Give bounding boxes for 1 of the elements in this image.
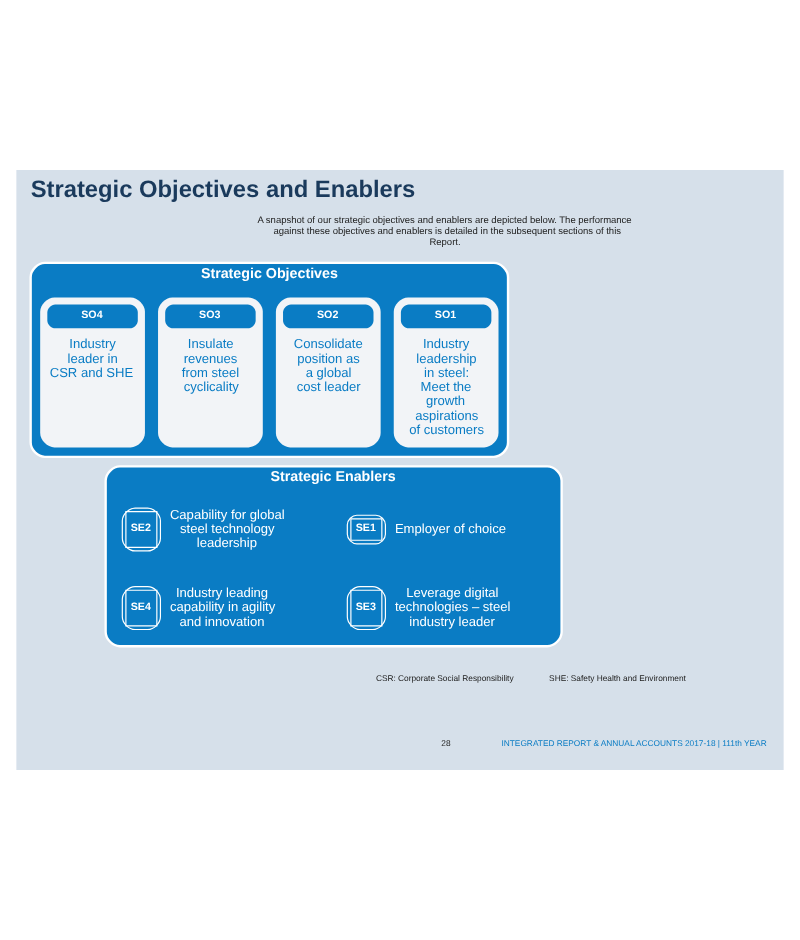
diagram-title: Strategic Objectives and Enablers — [30, 175, 416, 204]
